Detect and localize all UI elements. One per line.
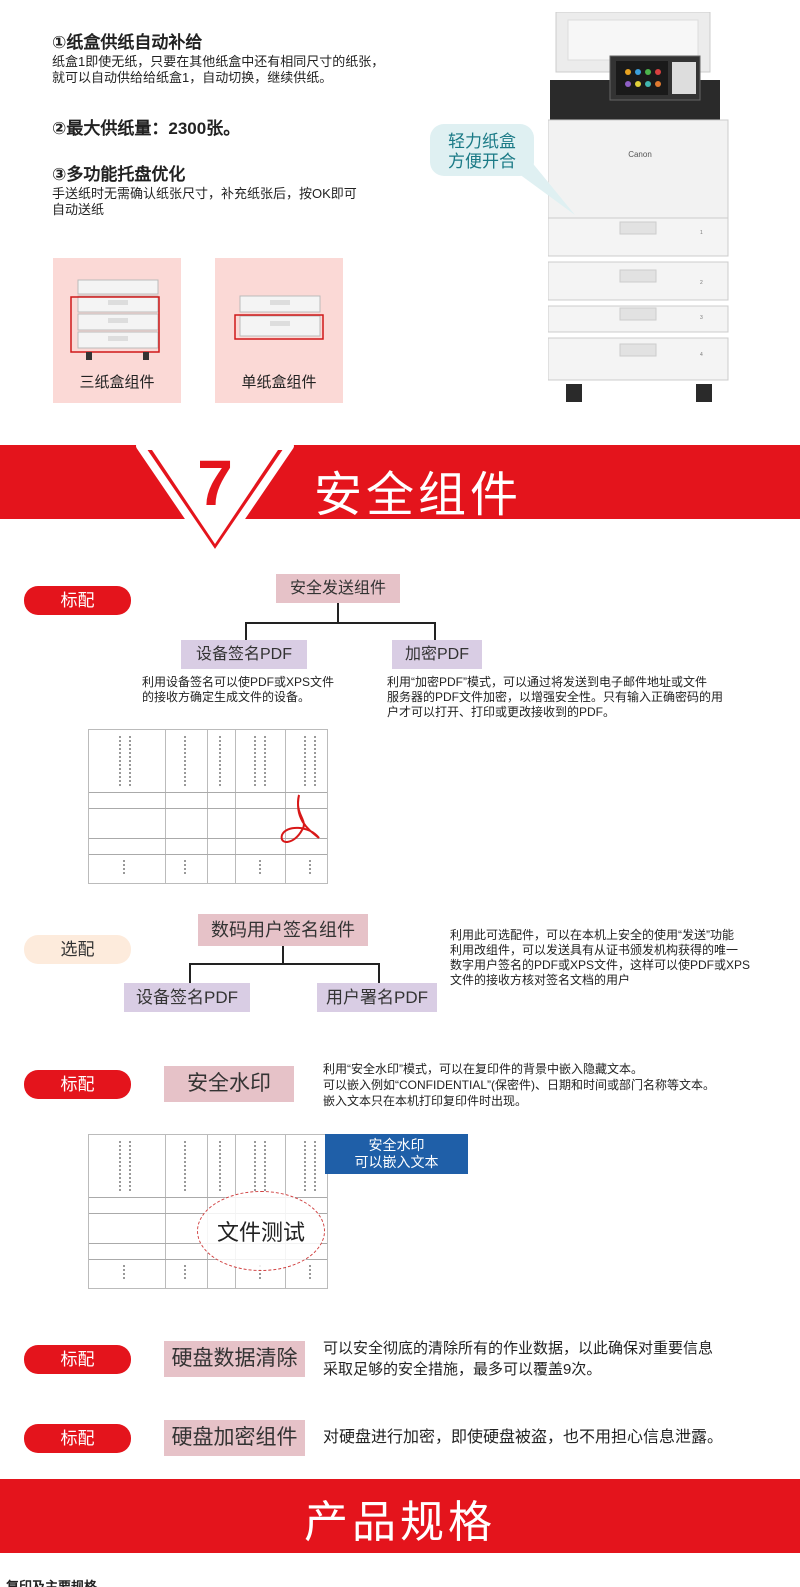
watermark-title: 安全水印 [164,1066,294,1102]
drawer-number-2: 2 [700,280,703,286]
child2-desc-line1: 利用“加密PDF”模式，可以通过将发送到电子邮件地址或文件 [387,675,707,689]
watermark-desc-line2: 可以嵌入例如“CONFIDENTIAL”(保密件)、日期和时间或部门名称等文本。 [323,1078,715,1092]
tree-connector [189,963,191,983]
printer-image: Canon 1 2 3 4 [547,11,732,404]
spec-subheading: 复印及主要规格 [6,1579,98,1587]
drawer-number-3: 3 [700,315,703,321]
spec-banner-title: 产品规格 [304,1498,496,1547]
watermark-note-line1: 安全水印 [368,1137,425,1153]
tree-connector [378,963,380,983]
child2-desc-line2: 服务器的PDF文件加密，以增强安全性。只有输入正确密码的用 [387,690,724,704]
tree-connector [282,946,284,964]
tree-connector [337,603,339,623]
pdf-signature-icon [280,794,320,843]
cassette-single-image [234,295,324,340]
watermark-note-line2: 可以嵌入文本 [354,1154,439,1170]
digital-signature-badge: 选配 [24,935,131,964]
hdd-encrypt-title: 硬盘加密组件 [164,1420,305,1456]
tree-connector [434,622,436,640]
security-banner [0,445,800,519]
feature2-title: ②最大供纸量：2300张。 [52,119,241,138]
watermark-desc-line1: 利用“安全水印”模式，可以在复印件的背景中嵌入隐藏文本。 [323,1062,643,1076]
bubble-line2: 方便开合 [448,152,516,171]
signed-document-image [88,729,328,884]
bubble-callout: 轻力纸盒 方便开合 [430,124,534,176]
feature1-title: ①纸盒供纸自动补给 [52,33,203,52]
child1-desc-line2: 的接收方确定生成文件的设备。 [142,690,311,704]
digital-signature-root: 数码用户签名组件 [198,914,368,946]
cassette-triple-label: 三纸盒组件 [79,374,155,391]
security-banner-title: 安全组件 [314,469,523,522]
child2-desc-line3: 户才可以打开、打印或更改接收到的PDF。 [387,705,616,719]
hdd-erase-desc-line1: 可以安全彻底的清除所有的作业数据，以此确保对重要信息 [323,1340,714,1357]
feature1-desc-line2: 就可以自动供给给纸盒1，自动切换，继续供纸。 [52,70,333,85]
secure-send-badge: 标配 [24,586,131,615]
bubble-line1: 轻力纸盒 [448,132,516,151]
feature3-title: ③多功能托盘优化 [52,165,186,184]
watermark-stamp [197,1191,325,1271]
hdd-encrypt-badge: 标配 [24,1424,131,1453]
digital-signature-desc-line1: 利用此可选配件，可以在本机上安全的使用“发送”功能 [450,928,734,942]
secure-send-root: 安全发送组件 [276,574,400,603]
printer-brand-label: Canon [628,150,652,159]
security-banner-triangle [136,442,294,560]
digital-signature-child1: 设备签名PDF [124,983,250,1012]
hdd-erase-title: 硬盘数据清除 [164,1341,305,1377]
digital-signature-desc-line2: 利用改组件，可以发送具有从证书颁发机构获得的唯一 [450,943,739,957]
watermark-badge: 标配 [24,1070,131,1099]
watermark-note: 安全水印 可以嵌入文本 [325,1134,468,1174]
cassette-single-label: 单纸盒组件 [241,374,317,391]
drawer-number-1: 1 [700,230,703,236]
hdd-encrypt-desc: 对硬盘进行加密，即使硬盘被盗，也不用担心信息泄露。 [323,1429,724,1446]
secure-send-child1: 设备签名PDF [181,640,307,669]
tree-connector [189,963,380,965]
cassette-triple-card: 三纸盒组件 [53,258,181,403]
hdd-erase-badge: 标配 [24,1345,131,1374]
spec-banner [0,1479,800,1553]
watermark-sample-text: 文件测试 [216,1220,305,1245]
tree-connector [245,622,247,640]
cassette-triple-image [70,279,160,360]
hdd-erase-desc-line2: 采取足够的安全措施，最多可以覆盖9次。 [323,1361,602,1378]
child1-desc-line1: 利用设备签名可以使PDF或XPS文件 [142,675,335,689]
digital-signature-desc-line3: 数字用户签名的PDF或XPS文件，这样可以使PDF或XPS [450,958,751,972]
digital-signature-desc-line4: 文件的接收方核对签名文档的用户 [450,973,631,987]
tree-connector [245,622,436,624]
feature3-desc-line1: 手送纸时无需确认纸张尺寸，补充纸张后，按OK即可 [52,186,357,201]
feature3-desc-line2: 自动送纸 [52,202,105,217]
watermark-desc-line3: 嵌入文本只在本机打印复印件时出现。 [323,1094,528,1108]
security-banner-number: 7 [197,447,233,519]
feature1-desc-line1: 纸盒1即使无纸，只要在其他纸盒中还有相同尺寸的纸张， [52,54,385,69]
watermark-document-image: 文件测试 [88,1134,328,1289]
secure-send-child2: 加密PDF [392,640,482,669]
digital-signature-child2: 用户署名PDF [317,983,437,1012]
drawer-number-4: 4 [700,352,703,358]
cassette-single-card: 单纸盒组件 [215,258,343,403]
